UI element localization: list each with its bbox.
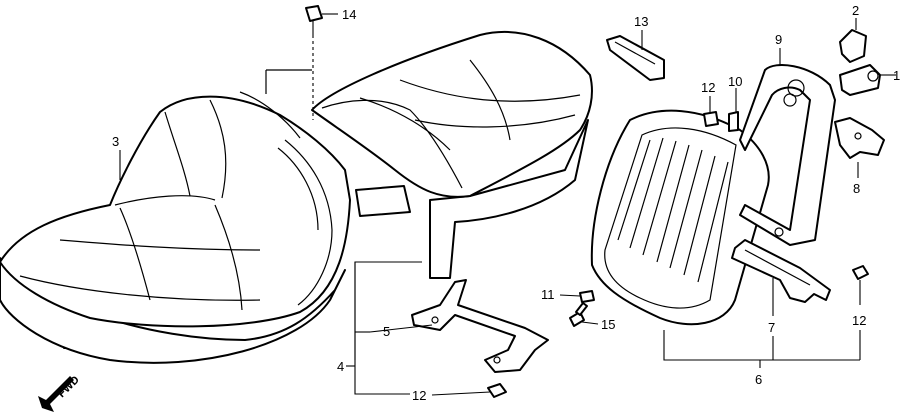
nut-12-right — [852, 265, 869, 280]
bracket-8 — [834, 117, 885, 159]
nut-12-mid — [703, 111, 719, 127]
backrest-stay — [731, 239, 831, 303]
callout-7: 7 — [768, 320, 775, 335]
seat-lock-1 — [839, 64, 881, 96]
callout-12-mid: 12 — [701, 80, 715, 95]
lock-cover-2 — [839, 29, 867, 63]
callout-labels: 3 14 5 4 12 11 15 13 12 10 9 2 1 8 7 12 … — [112, 3, 900, 403]
callout-2: 2 — [852, 3, 859, 18]
callout-11: 11 — [541, 287, 555, 302]
callout-6: 6 — [755, 372, 762, 387]
strap-13 — [606, 35, 665, 81]
fwd-label: FWD — [56, 374, 82, 400]
fwd-arrow: FWD — [38, 374, 82, 412]
callout-9: 9 — [775, 32, 782, 47]
callout-3: 3 — [112, 134, 119, 149]
front-seat — [0, 91, 351, 364]
callout-14: 14 — [342, 7, 356, 22]
callout-12-right: 12 — [852, 313, 866, 328]
collar-11 — [579, 290, 595, 303]
nut-12-bottom — [487, 383, 507, 398]
callout-15: 15 — [601, 317, 615, 332]
callout-8: 8 — [853, 181, 860, 196]
collar-10 — [728, 111, 739, 132]
callout-10: 10 — [728, 74, 742, 89]
callout-1: 1 — [893, 68, 900, 83]
bolt-15 — [569, 302, 588, 327]
seat-stay — [411, 279, 549, 373]
backrest-frame — [739, 64, 836, 246]
rear-seat — [265, 31, 593, 279]
callout-4: 4 — [337, 359, 344, 374]
callout-5: 5 — [383, 324, 390, 339]
callout-12-bottom: 12 — [412, 388, 426, 403]
leader-lines — [119, 13, 896, 396]
bolt-14 — [305, 5, 323, 120]
backrest — [590, 109, 770, 326]
callout-13: 13 — [634, 14, 648, 29]
